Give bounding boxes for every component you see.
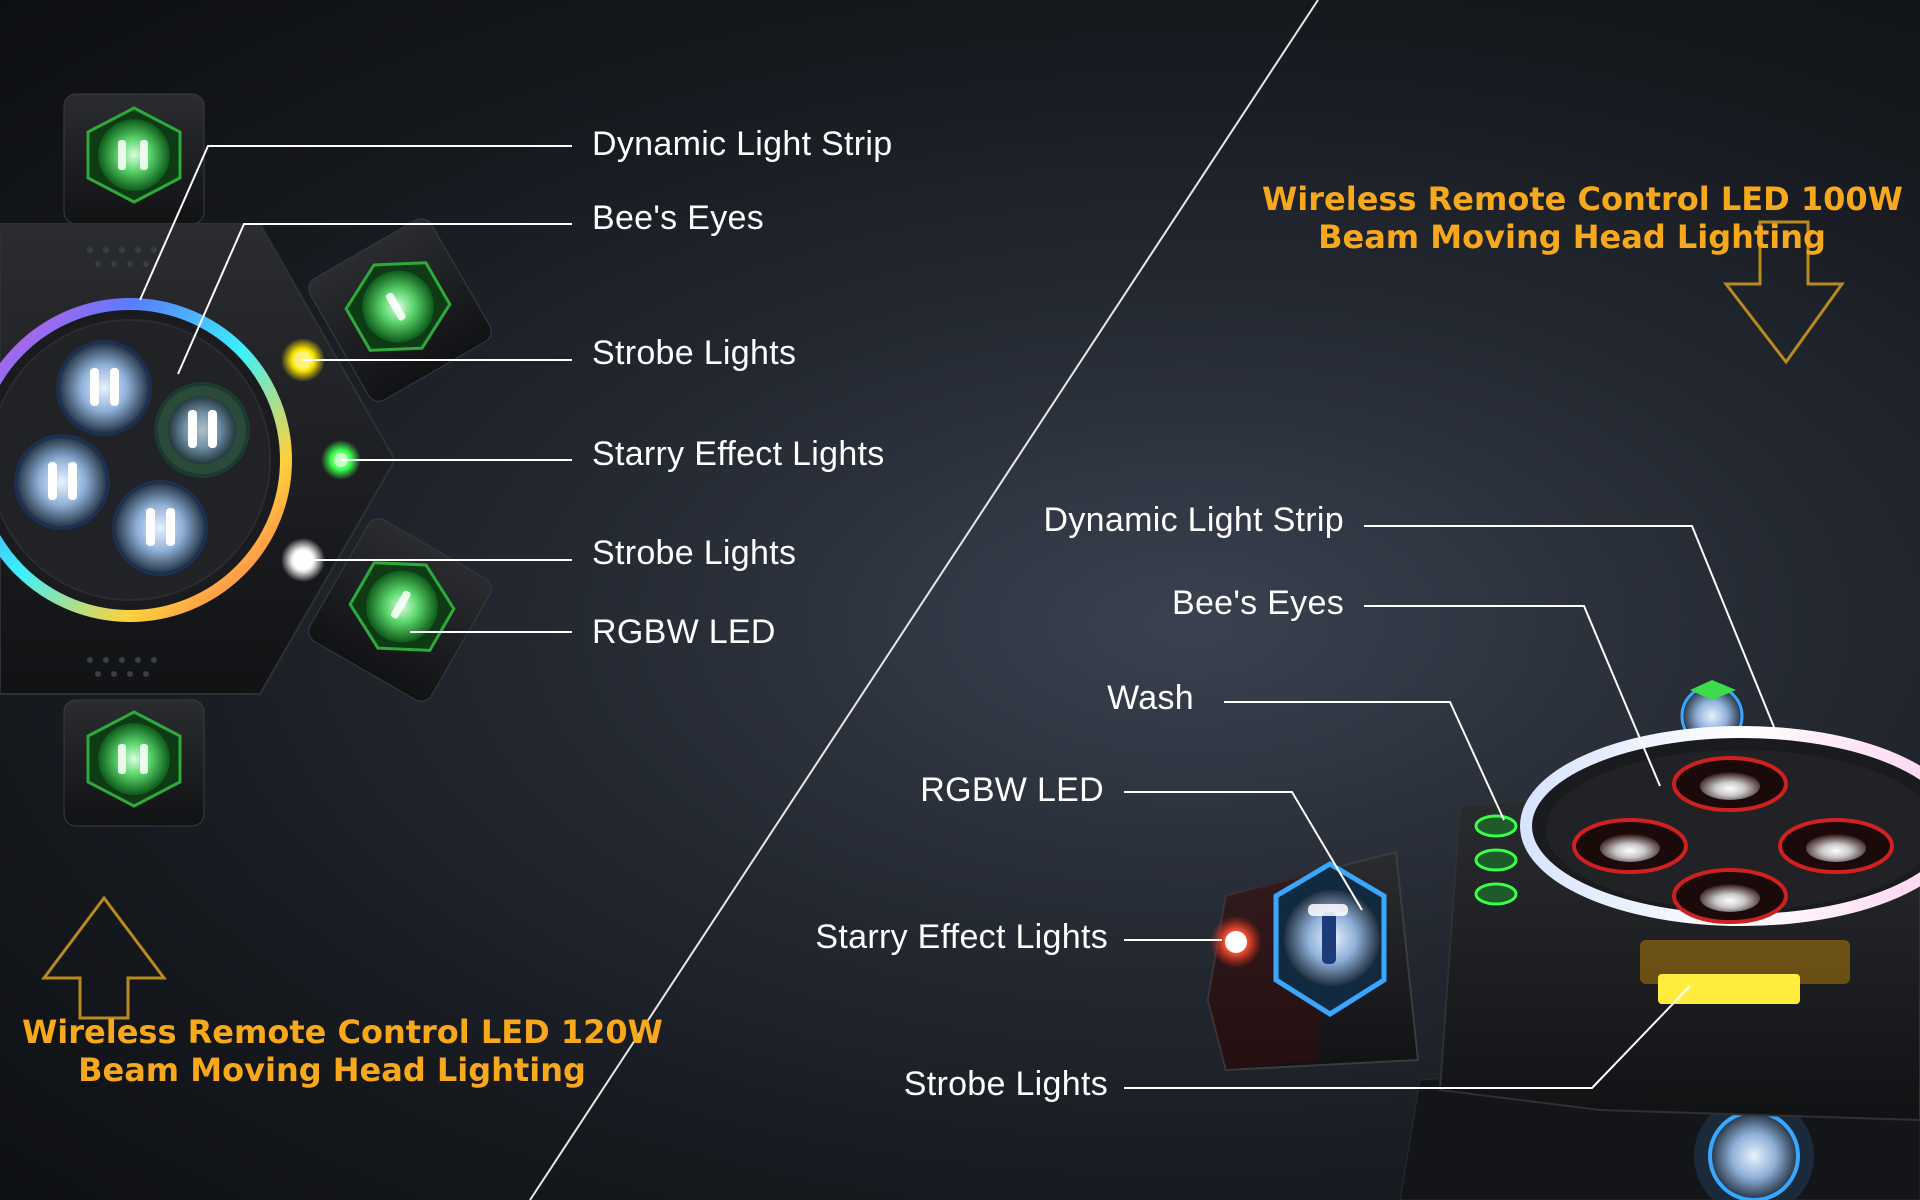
right-label-rgbw-led: RGBW LED: [920, 771, 1104, 809]
right-down-arrow: [1722, 220, 1845, 365]
left-headline-line1: Wireless Remote Control LED 120W: [22, 1013, 663, 1051]
left-speaker-grille: [87, 247, 157, 677]
right-product-headline: Wireless Remote Control LED 100W Beam Mo…: [1262, 180, 1903, 256]
left-headline-line2: Beam Moving Head Lighting: [78, 1051, 586, 1089]
left-label-strobe-lights-2: Strobe Lights: [592, 534, 797, 572]
left-label-strobe-lights-1: Strobe Lights: [592, 334, 797, 372]
left-upper-right-pod: [308, 218, 492, 402]
left-bees-eyes: [14, 340, 250, 576]
right-label-starry-effect-lights: Starry Effect Lights: [815, 918, 1108, 956]
left-top-pod: [63, 93, 205, 225]
left-product-headline: Wireless Remote Control LED 120W Beam Mo…: [22, 1013, 663, 1089]
left-lower-right-pod: [308, 518, 492, 702]
right-label-dynamic-light-strip: Dynamic Light Strip: [1043, 501, 1344, 539]
right-bees-eyes: [1572, 756, 1894, 924]
left-label-bees-eyes: Bee's Eyes: [592, 199, 765, 237]
diagonal-divider: [529, 0, 1319, 1200]
left-label-dynamic-light-strip: Dynamic Light Strip: [592, 125, 893, 163]
right-headline-line2: Beam Moving Head Lighting: [1318, 218, 1826, 256]
right-callout-lines: [1124, 525, 1777, 1089]
left-label-starry-effect-lights: Starry Effect Lights: [592, 435, 885, 473]
left-up-arrow: [41, 895, 167, 1020]
right-product-illustration: [1206, 680, 1920, 1200]
right-label-bees-eyes: Bee's Eyes: [1171, 584, 1344, 622]
left-label-rgbw-led: RGBW LED: [592, 613, 776, 651]
left-bottom-pod: [63, 699, 205, 827]
right-wash-leds: [1474, 814, 1518, 906]
right-headline-line1: Wireless Remote Control LED 100W: [1262, 180, 1903, 218]
left-callout-lines: [139, 145, 572, 633]
left-product-illustration: [0, 93, 492, 827]
right-label-wash: Wash: [1107, 679, 1194, 717]
right-label-strobe-lights: Strobe Lights: [903, 1065, 1108, 1103]
